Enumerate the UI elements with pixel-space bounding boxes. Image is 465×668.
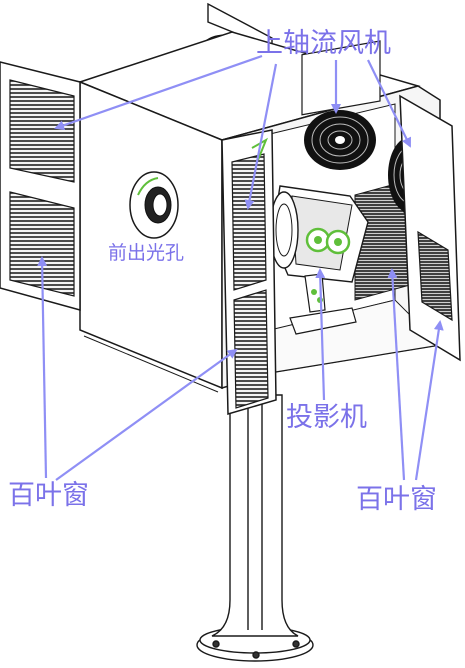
top-axial-fan-rear xyxy=(301,40,381,170)
left-side-louver-panel xyxy=(0,61,81,311)
front-door-louver-panel xyxy=(221,129,277,415)
label-projector: 投影机 xyxy=(286,402,367,433)
label-louver-left: 百叶窗 xyxy=(8,480,89,511)
label-louver-right: 百叶窗 xyxy=(356,484,437,515)
projector-unit xyxy=(269,185,369,283)
label-front-aperture: 前出光孔 xyxy=(108,242,185,264)
leader-arrows xyxy=(37,54,444,481)
label-axial-fan: 上轴流风机 xyxy=(256,28,391,59)
pedestal-stand xyxy=(196,394,314,662)
side-door-louver-panel xyxy=(399,94,461,362)
front-aperture-lens xyxy=(129,171,179,239)
